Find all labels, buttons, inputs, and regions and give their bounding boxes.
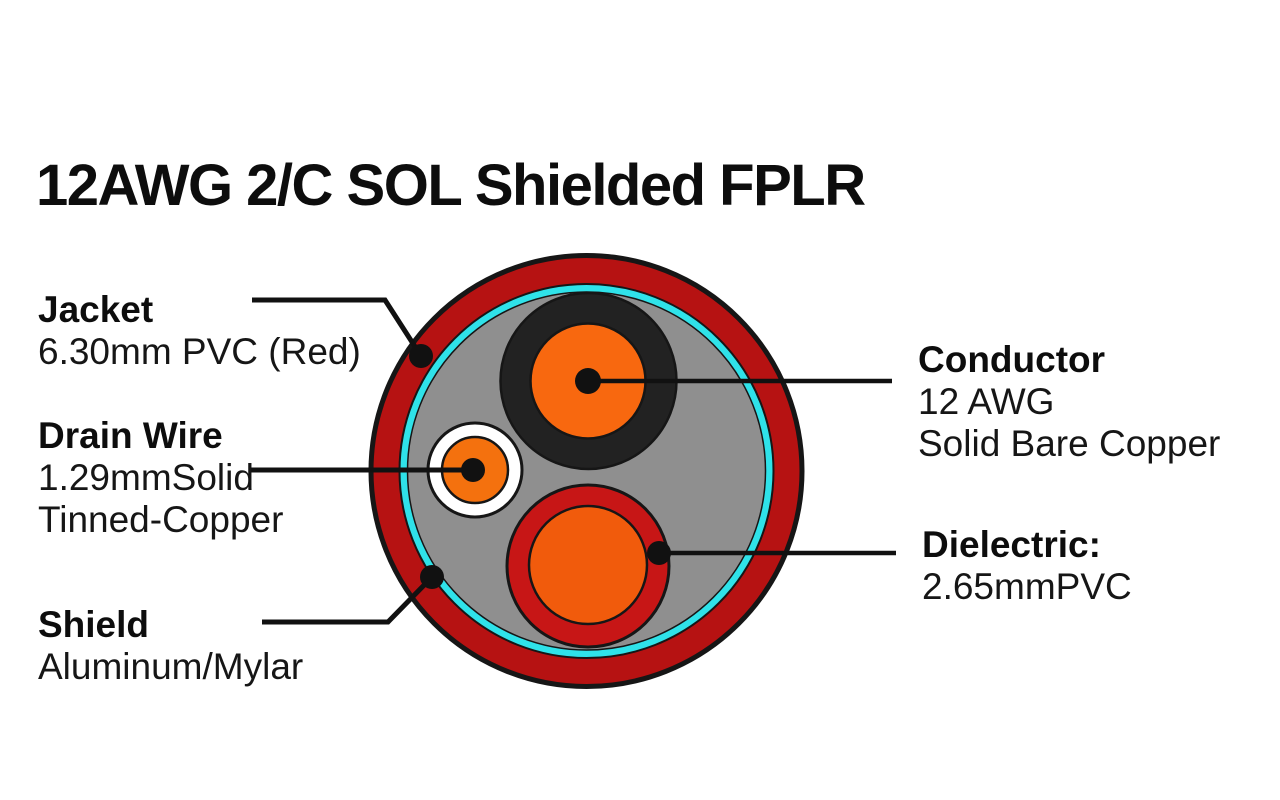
dielectric-callout-dot (647, 541, 671, 565)
jacket-label: Jacket 6.30mm PVC (Red) (38, 289, 361, 373)
dielectric-core (527, 504, 649, 626)
drain-wire-label: Drain Wire 1.29mmSolid Tinned-Copper (38, 415, 283, 541)
drain-wire-label-heading: Drain Wire (38, 415, 223, 456)
dielectric-label: Dielectric: 2.65mmPVC (922, 524, 1132, 608)
dielectric-label-heading: Dielectric: (922, 524, 1101, 565)
conductor-label-heading: Conductor (918, 339, 1106, 380)
shield-label: Shield Aluminum/Mylar (38, 604, 303, 688)
conductor-callout-dot (575, 368, 601, 394)
page-title: 12AWG 2/C SOL Shielded FPLR (36, 153, 866, 218)
shield-callout-dot (420, 565, 444, 589)
jacket-label-heading: Jacket (38, 289, 154, 330)
jacket-callout-line (252, 297, 424, 358)
conductor-label: Conductor 12 AWG Solid Bare Copper (918, 339, 1220, 465)
dielectric-label-detail: 2.65mmPVC (922, 566, 1132, 607)
shield-label-detail: Aluminum/Mylar (38, 646, 304, 687)
drain-wire-callout-dot (461, 458, 485, 482)
jacket-callout-dot (409, 344, 433, 368)
shield-label-heading: Shield (38, 604, 150, 645)
drain-wire-label-detail-1: 1.29mmSolid (38, 457, 254, 498)
conductor-label-detail-1: 12 AWG (918, 381, 1055, 422)
drain-wire-label-detail-2: Tinned-Copper (38, 499, 284, 540)
conductor-label-detail-2: Solid Bare Copper (918, 423, 1221, 464)
jacket-label-detail: 6.30mm PVC (Red) (38, 331, 361, 372)
shield-callout-line (262, 575, 434, 625)
